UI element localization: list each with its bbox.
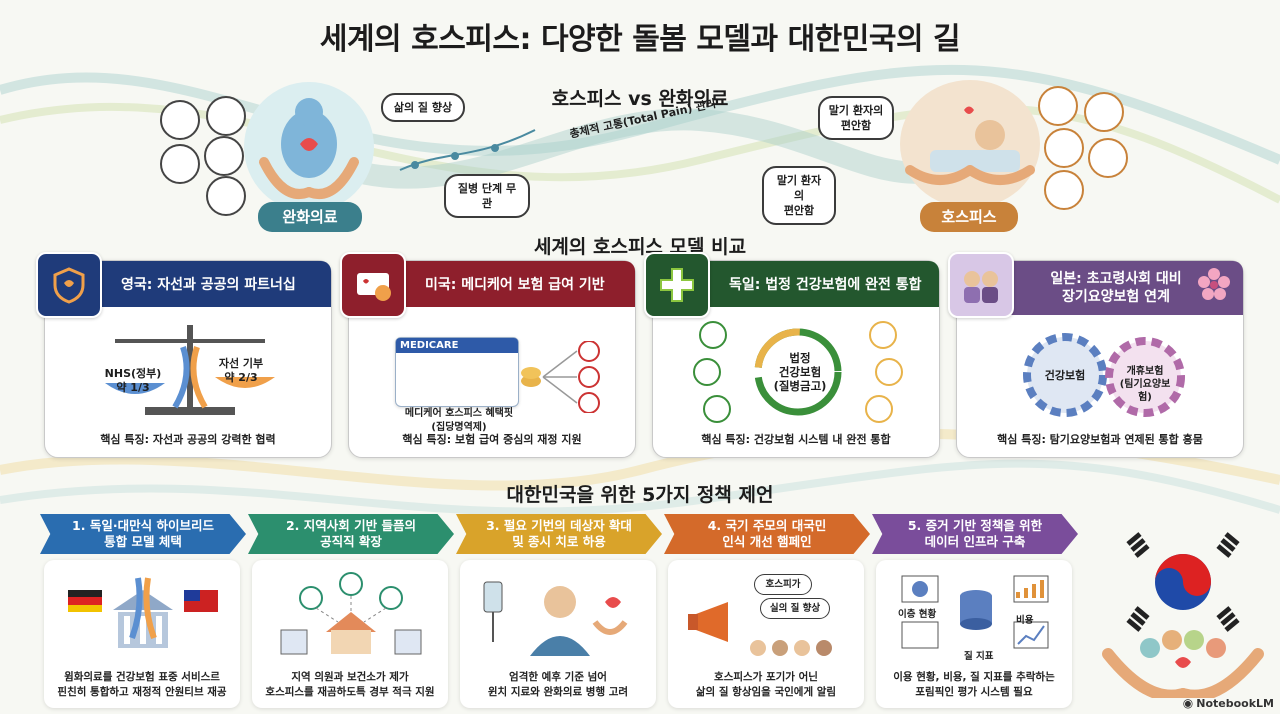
heart-hands-icon bbox=[259, 98, 359, 199]
japan-gear-left: 건강보험 bbox=[1044, 369, 1086, 382]
family-icon bbox=[160, 100, 200, 140]
policy-4-card: 호스피가 실의 질 향상 호스피스가 포기가 어닌 삶의 질 항상임을 국인에게… bbox=[668, 560, 864, 708]
card-us-foot: 핵심 특징: 보험 급여 중심의 재정 지원 bbox=[402, 433, 582, 446]
uk-nhs-label: NHS(정부) 약 1/3 bbox=[104, 367, 162, 394]
bubble-qol: 삶의 질 향상 bbox=[381, 93, 465, 122]
section2-title: 세계의 호스피스 모델 비교 bbox=[533, 236, 747, 258]
policy-1-head: 1. 독일·대만식 하이브리드 통합 모델 체택 bbox=[40, 514, 246, 554]
care-icon bbox=[1038, 86, 1078, 126]
policy-5-card: 이층 현황 비용 질 지표 이용 현황, 비용, 질 지표를 추락하는 포림픽인… bbox=[876, 560, 1072, 708]
hospice-figure bbox=[900, 80, 1040, 208]
data-label-usage: 이층 현황 bbox=[898, 609, 937, 620]
megaphone-bubble-2: 실의 질 향상 bbox=[760, 598, 830, 619]
policy-3-caption: 엄격한 예후 기준 넘어 윈치 지료와 완화의료 병행 고려 bbox=[487, 671, 629, 698]
coins-benefits-icon bbox=[521, 341, 600, 413]
korea-flag-hands-icon bbox=[1102, 532, 1264, 698]
bubble-comfort-right: 말기 환자의 편안함 bbox=[818, 96, 894, 140]
data-label-quality: 질 지표 bbox=[964, 651, 994, 662]
policy-4-head: 4. 국기 주모의 대국민 인식 개선 햄페인 bbox=[664, 514, 870, 554]
card-germany: 독일: 법정 건강보험에 완전 통합 법정 건강보험 (질병금고) 핵심 특징:… bbox=[652, 260, 940, 458]
bubble-any-stage: 질병 단계 무관 bbox=[444, 174, 530, 218]
policy-5-head: 5. 증거 기반 정책을 위한 데이터 인프라 구축 bbox=[872, 514, 1078, 554]
utensils-icon bbox=[206, 176, 246, 216]
section1-title: 호스피스 vs 완화의료 bbox=[551, 88, 729, 110]
palliative-figure bbox=[244, 82, 374, 212]
policy-2-head: 2. 지역사회 기반 들픔의 공직직 확장 bbox=[248, 514, 454, 554]
medicare-card: MEDICARE bbox=[395, 337, 519, 407]
policy-1-caption: 윔화의료를 건강보험 표중 서비스르 핀친히 통합하고 재정적 안원티브 재공 bbox=[57, 671, 227, 698]
policy-1-card: 윔화의료를 건강보험 표중 서비스르 핀친히 통합하고 재정적 안원티브 재공 bbox=[44, 560, 240, 708]
policy-3-head: 3. 펄요 기번의 데상자 확대 및 종시 치로 하용 bbox=[456, 514, 662, 554]
community-network-icon bbox=[280, 572, 422, 655]
medicare-card-icon bbox=[340, 252, 406, 318]
card-japan-foot: 핵심 특징: 탐기요양보험과 연제된 통합 흥뭄 bbox=[997, 433, 1203, 446]
card-japan: 일본: 초고령사회 대비 장기요양보험 연계 건강보험 개휴보험 (팀기요양보험… bbox=[956, 260, 1244, 458]
uk-charity-label: 자선 기부 약 2/3 bbox=[218, 357, 264, 384]
caregiver-icon bbox=[206, 96, 246, 136]
section3-title: 대한민국을 위한 5가지 정책 제언 bbox=[506, 484, 774, 506]
policy-5-caption: 이용 현황, 비용, 질 지표를 추락하는 포림픽인 평가 시스템 필요 bbox=[893, 671, 1055, 698]
bubble-comfort-mid: 말기 환자의 편안함 bbox=[762, 166, 836, 225]
hybrid-model-icon bbox=[68, 577, 218, 648]
cycle-diagram-icon bbox=[693, 321, 903, 423]
megaphone-bubble-1: 호스피가 bbox=[754, 574, 812, 595]
nurse-icon bbox=[1044, 170, 1084, 210]
palliative-label: 완화의료 bbox=[258, 202, 362, 232]
policy-3-card: 엄격한 예후 기준 넘어 윈치 지료와 완화의료 병행 고려 bbox=[460, 560, 656, 708]
bed-icon bbox=[1084, 92, 1124, 132]
megaphone-icon bbox=[688, 602, 832, 656]
medicare-card-label: MEDICARE bbox=[396, 338, 518, 353]
doctor-icon bbox=[160, 144, 200, 184]
shield-heart-icon bbox=[36, 252, 102, 318]
card-germany-foot: 핵심 특징: 건강보험 시스템 내 완전 통합 bbox=[701, 433, 891, 446]
card-uk-foot: 핵심 특징: 자선과 공공의 강력한 협력 bbox=[100, 433, 276, 446]
progress-line-icon bbox=[399, 129, 536, 171]
grief-icon bbox=[1088, 138, 1128, 178]
cherry-blossom-icon bbox=[1198, 268, 1230, 300]
policy-2-card: 지역 의원과 보건소가 제가 호스피스를 재곰하도특 경부 적극 지원 bbox=[252, 560, 448, 708]
watermark-text: NotebookLM bbox=[1196, 696, 1274, 710]
hands-icon bbox=[1044, 128, 1084, 168]
notebooklm-logo-icon: ◉ bbox=[1182, 696, 1194, 710]
scale-icon bbox=[105, 325, 275, 415]
medicare-caption: 메디케어 호스피스 혜택핏 (집당명역제) bbox=[404, 408, 514, 433]
policy-2-caption: 지역 의원과 보건소가 제가 호스피스를 재곰하도특 경부 적극 지원 bbox=[265, 671, 435, 698]
patient-bed-icon bbox=[905, 106, 1035, 185]
briefcase-icon bbox=[204, 136, 244, 176]
japan-gear-right: 개휴보험 (팀기요양보험) bbox=[1119, 366, 1171, 403]
palliative-icons bbox=[160, 96, 250, 216]
medical-cross-icon bbox=[644, 252, 710, 318]
policy-4-caption: 호스피스가 포기가 어닌 삶의 질 항상임을 국인에게 알림 bbox=[695, 671, 837, 698]
hospice-label: 호스피스 bbox=[920, 202, 1018, 232]
elderly-couple-icon bbox=[948, 252, 1014, 318]
hospice-icons bbox=[1038, 86, 1128, 210]
data-infrastructure-icon bbox=[901, 575, 1049, 649]
watermark: ◉ NotebookLM bbox=[1183, 696, 1274, 710]
page-title: 세계의 호스피스: 다양한 돌봄 모델과 대한민국의 길 bbox=[319, 22, 961, 57]
data-label-cost: 비용 bbox=[1016, 615, 1034, 626]
germany-center-label: 법정 건강보험 (질병금고) bbox=[773, 351, 827, 393]
treatment-care-icon bbox=[483, 581, 628, 656]
gears-icon bbox=[1023, 333, 1185, 417]
